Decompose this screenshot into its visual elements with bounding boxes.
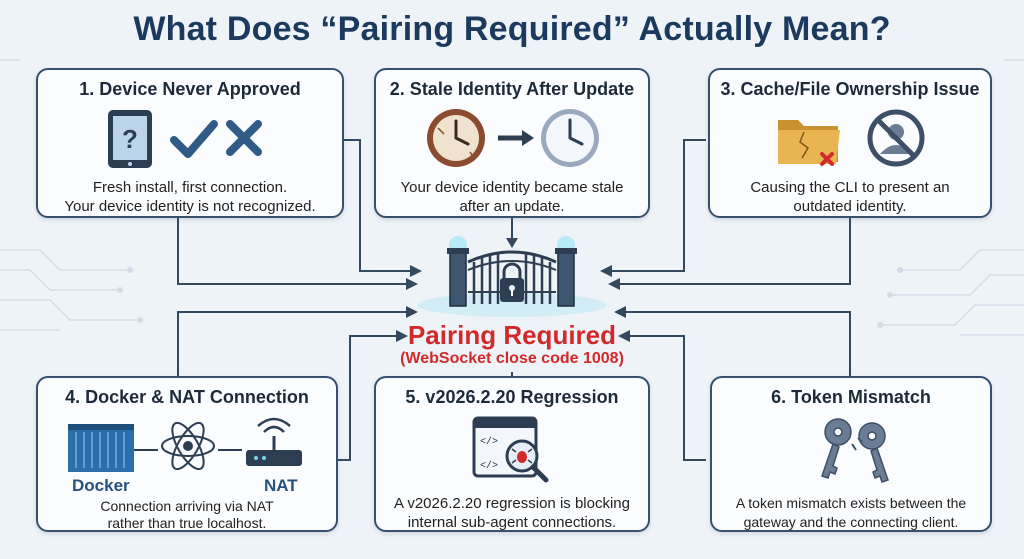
card-cache-ownership: 3. Cache/File Ownership Issue Causing th…: [708, 68, 992, 218]
cracked-folder-icon: [778, 120, 840, 166]
svg-text:?: ?: [122, 124, 138, 154]
locked-gate-icon: [417, 236, 607, 317]
router-icon: [246, 417, 302, 466]
card-device-never-approved: 1. Device Never Approved ? Fresh install…: [36, 68, 344, 218]
card-title: 2. Stale Identity After Update: [389, 79, 635, 99]
network-atom-icon: [134, 421, 242, 471]
card-description: Your device identity became stale after …: [400, 179, 624, 215]
svg-text:</>: </>: [480, 460, 498, 472]
page-title: What Does “Pairing Required” Actually Me…: [133, 10, 891, 48]
card-title: 3. Cache/File Ownership Issue: [720, 79, 980, 99]
svg-text:</>: </>: [480, 436, 498, 448]
code-window-bug-icon: </> </>: [472, 416, 549, 483]
card-description: Causing the CLI to present an outdated i…: [750, 179, 950, 215]
cross-icon: [226, 120, 262, 156]
nat-label: NAT: [264, 476, 298, 495]
blocked-user-icon: [867, 109, 925, 167]
card-description: A token mismatch exists between the gate…: [735, 495, 967, 530]
arrow-right-icon: [498, 130, 534, 146]
checkmark-icon: [170, 120, 218, 158]
card-description: A v2026.2.20 regression is blocking inte…: [394, 495, 630, 531]
card-regression: 5. v2026.2.20 Regression </> </> A v2026…: [374, 376, 650, 532]
pairing-required-title: Pairing Required: [407, 320, 617, 350]
card-description: Connection arriving via NAT rather than …: [100, 498, 274, 531]
card-docker-nat: 4. Docker & NAT Connection D: [36, 376, 338, 532]
card-description: Fresh install, first connection. Your de…: [64, 179, 316, 215]
card-title: 6. Token Mismatch: [771, 387, 931, 407]
old-clock-icon: [427, 109, 485, 167]
broken-keys-icon: [821, 418, 889, 483]
card-token-mismatch: 6. Token Mismatch A token mismatch exist…: [710, 376, 992, 532]
tablet-question-icon: ?: [108, 110, 152, 168]
new-clock-icon: [541, 109, 599, 167]
card-title: 5. v2026.2.20 Regression: [405, 387, 619, 407]
card-stale-identity: 2. Stale Identity After Update Your devi…: [374, 68, 650, 218]
docker-label: Docker: [72, 476, 130, 495]
docker-container-icon: [68, 424, 134, 472]
card-title: 1. Device Never Approved: [79, 79, 301, 99]
card-title: 4. Docker & NAT Connection: [65, 387, 309, 407]
close-code-subtitle: (WebSocket close code 1008): [400, 350, 624, 367]
